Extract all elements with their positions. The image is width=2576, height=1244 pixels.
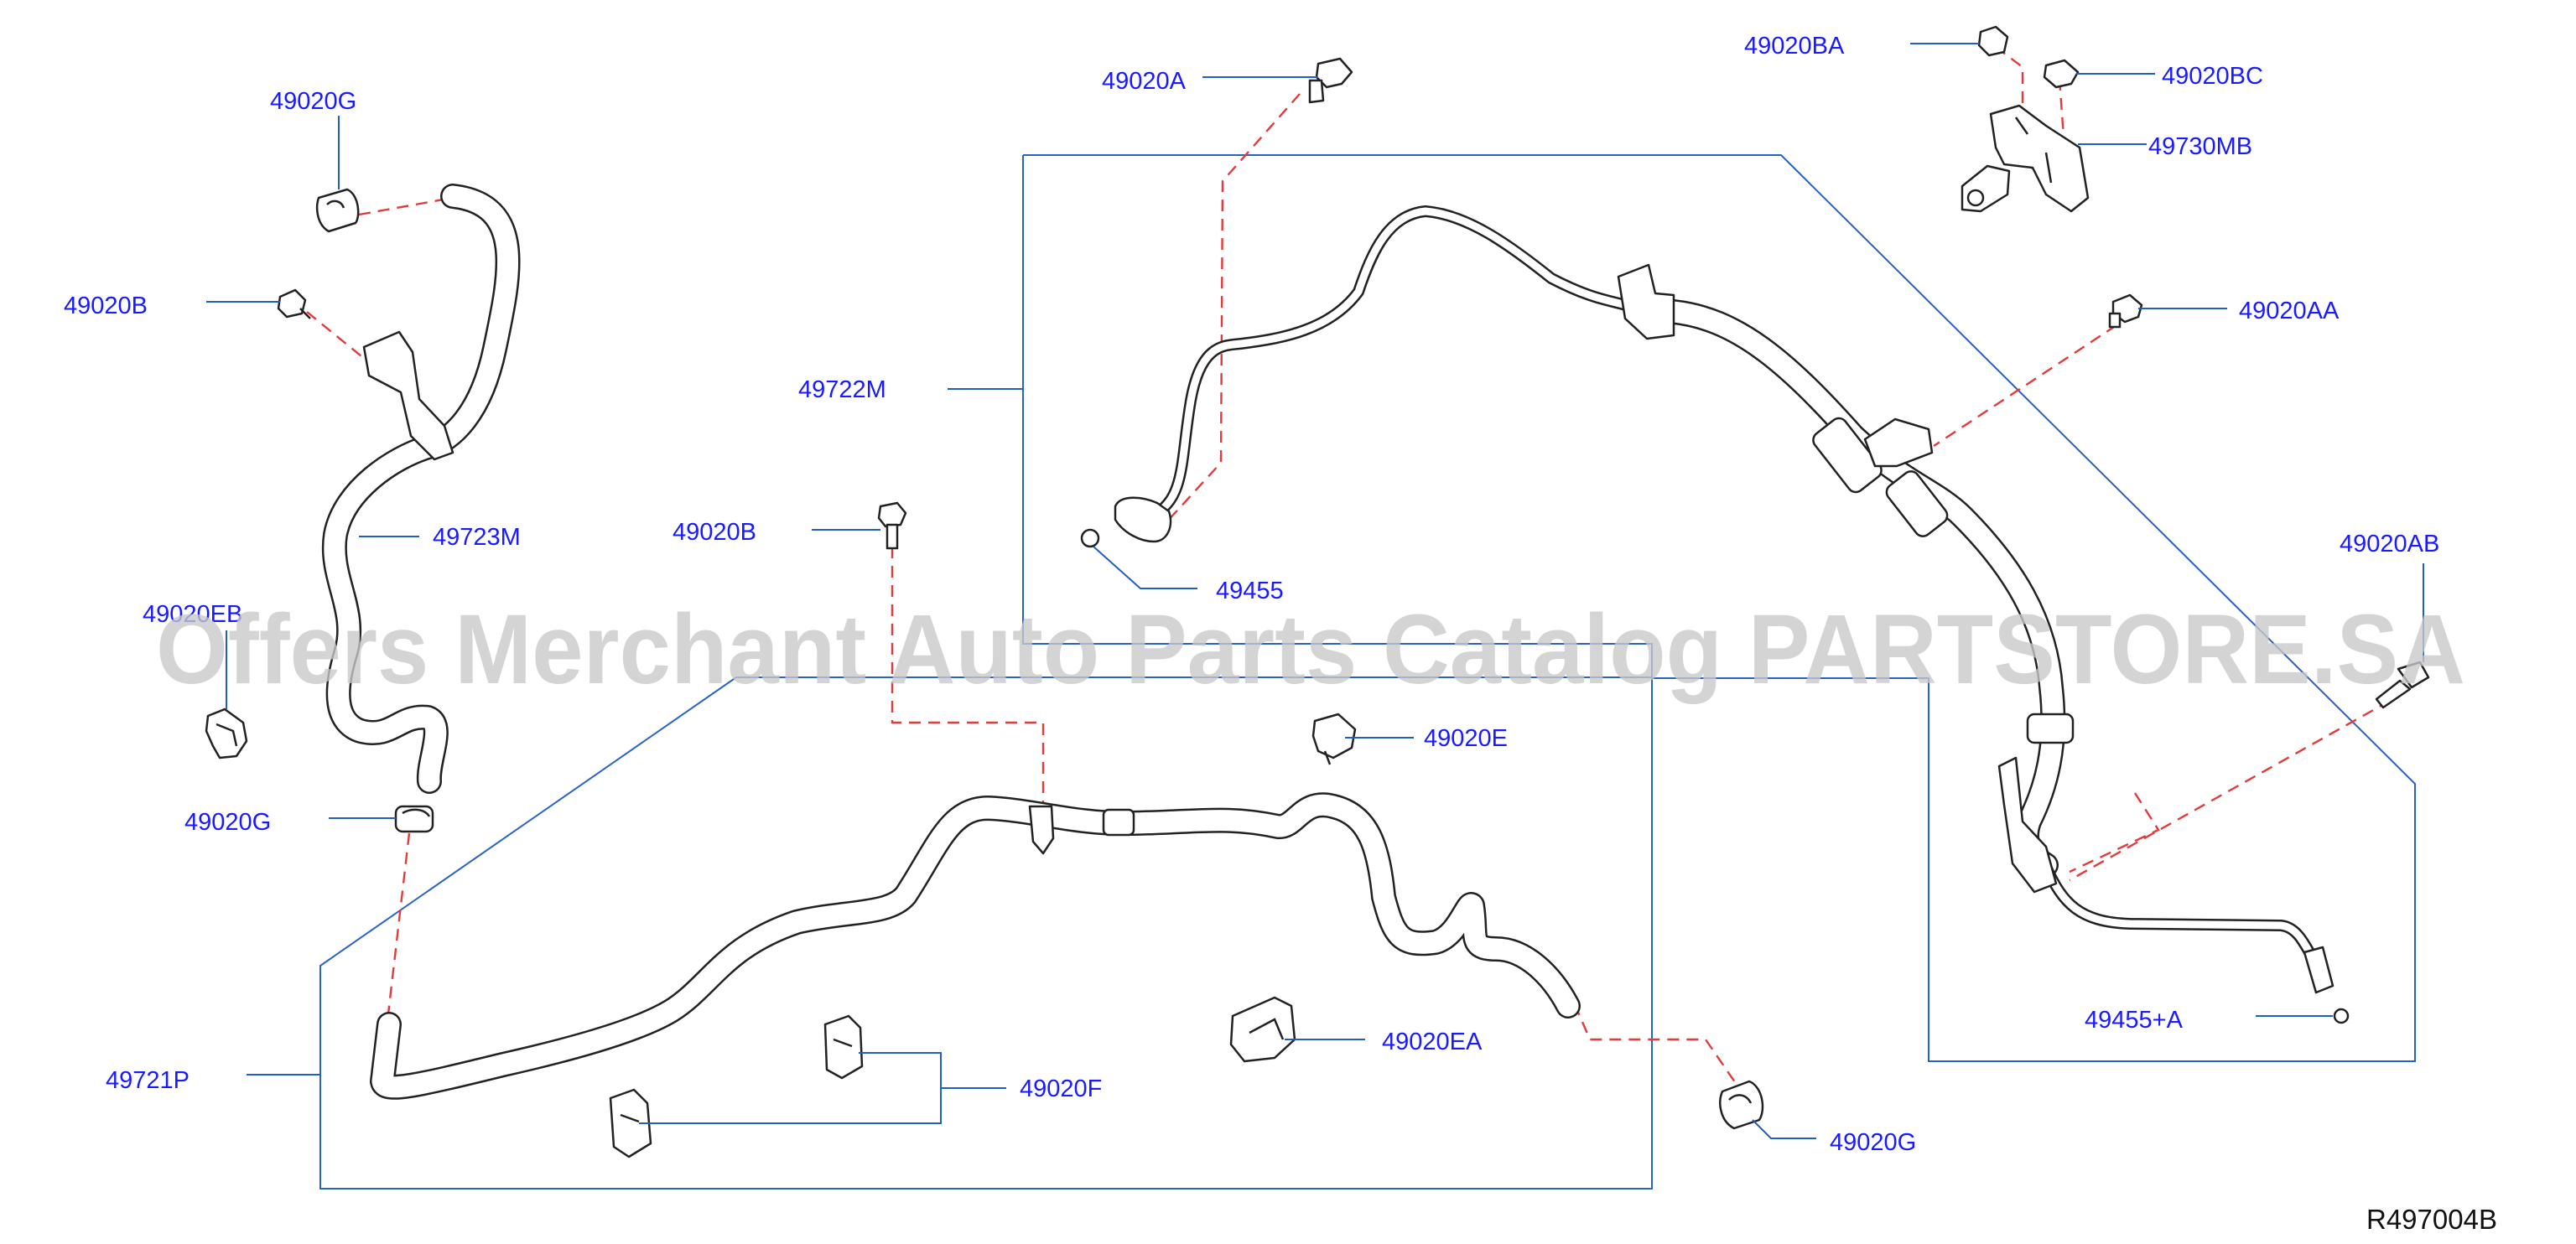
tube-49455a-inner [2042, 863, 2320, 968]
callout-labels: 49020G 49020B 49723M 49020EB 49020G 4972… [64, 33, 2439, 1156]
clip-49020e [1311, 713, 1357, 765]
callout-49020a: 49020A [1102, 68, 1187, 95]
hose-49722m-outer [1661, 299, 2066, 878]
dash-clamp-hose-bottom [386, 832, 411, 1022]
bracket-right-top [1617, 263, 1675, 340]
clip-49020ea [1229, 996, 1296, 1063]
hose-sleeve-bottom [2026, 713, 2075, 744]
bracket-49730mb [1961, 104, 2090, 213]
clip-49020eb [205, 708, 248, 759]
fitting-49722m-end [1114, 496, 1172, 543]
leader-49020f [639, 1052, 1006, 1124]
callout-49722m: 49722M [798, 376, 886, 403]
callout-49455a: 49455+A [2085, 1007, 2184, 1034]
clamp-49020g-mid [394, 805, 434, 833]
bracket-right-bottom [1997, 756, 2058, 894]
callout-49020ba: 49020BA [1744, 33, 1845, 60]
fittings [362, 263, 2334, 994]
callout-49020b-mid: 49020B [673, 519, 756, 546]
callout-49721p: 49721P [106, 1067, 190, 1094]
bolt-49020bc [2043, 59, 2080, 89]
callout-49020ab: 49020AB [2340, 531, 2439, 557]
bolt-49020b-mid [877, 501, 907, 550]
bolt-49020a [1308, 57, 1353, 104]
tube-49722m-inner [1150, 207, 1636, 519]
callout-49020eb: 49020EB [143, 601, 242, 628]
tube-49722m-outer [1148, 205, 1638, 521]
washer-49455 [1080, 528, 1100, 548]
clip-49020f-upper [823, 1014, 864, 1080]
bolt-49020b-left [277, 288, 311, 319]
dash-bolt-bracket-left [306, 311, 371, 365]
clip-49020f-lower [609, 1088, 652, 1158]
washer-49455a [2333, 1008, 2350, 1024]
bolt-49020aa [2108, 293, 2143, 329]
callout-49730mb: 49730MB [2148, 133, 2252, 160]
dash-bolt-49020a [1166, 93, 1301, 522]
frame-49721p [319, 676, 1653, 1190]
coupling-49721p [1102, 808, 1135, 837]
reference-code: R497004B [2366, 1204, 2497, 1235]
callout-49020b-left: 49020B [64, 293, 148, 319]
alignment-lines [306, 46, 2391, 1094]
small-parts [205, 25, 2430, 1158]
group-frames [319, 154, 2416, 1190]
nut-49020ba [1977, 25, 2009, 57]
dash-bolt-49020b-mid [891, 547, 1045, 840]
bracket-right-mid [1863, 417, 1934, 468]
callout-49020bc: 49020BC [2162, 63, 2263, 90]
leader-49020g-right [1752, 1119, 1816, 1139]
leader-49455 [1093, 546, 1197, 589]
dash-clamp-hose-top [358, 196, 454, 216]
callout-49020g-mid: 49020G [184, 809, 271, 836]
fitting-49455a-end [2303, 946, 2334, 994]
bolt-49020ab [2375, 661, 2430, 709]
callout-49455: 49455 [1216, 578, 1284, 604]
hose-sleeve-lower [1885, 470, 1949, 537]
callout-49020f: 49020F [1020, 1076, 1102, 1102]
hoses [321, 184, 2322, 1100]
leader-lines [206, 43, 2424, 1139]
hose-49722m-inner [1663, 301, 2064, 876]
watermark-text: Offers Merchant Auto Parts Catalog PARTS… [156, 594, 2465, 705]
callout-49020e: 49020E [1424, 725, 1508, 752]
clamp-49020g-right [1719, 1080, 1764, 1130]
hose-sleeve-upper [1812, 417, 1883, 494]
dash-bolt-49020ab [2069, 699, 2391, 882]
frame-49722m [1022, 154, 2416, 1062]
dash-bracket-49020ab [2069, 792, 2160, 873]
callout-49723m: 49723M [433, 524, 521, 551]
callout-49020g-top: 49020G [270, 88, 356, 115]
dash-bolt-49020aa [1933, 324, 2117, 448]
callout-49020ea: 49020EA [1382, 1029, 1483, 1055]
callout-49020g-right: 49020G [1830, 1129, 1916, 1156]
callout-49020aa: 49020AA [2239, 298, 2340, 324]
dash-clamp-hose-right [1573, 1003, 1743, 1094]
bracket-49723m [362, 330, 454, 461]
clip-49721p [1028, 805, 1055, 855]
clamp-49020g-top [315, 188, 360, 233]
hose-49723m-inner [324, 185, 519, 792]
